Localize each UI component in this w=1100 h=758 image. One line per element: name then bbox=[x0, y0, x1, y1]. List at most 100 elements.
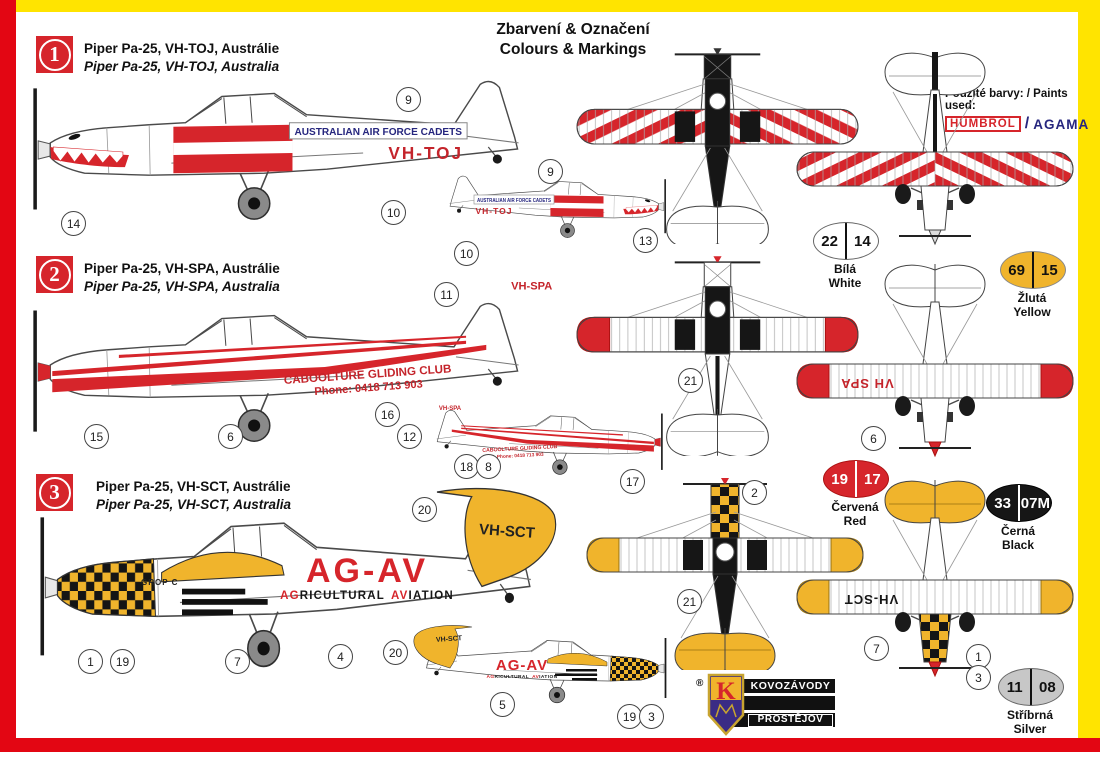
callout-1: 1 bbox=[966, 644, 991, 669]
variant-2-number: 2 bbox=[38, 258, 71, 291]
wing-registration-text: VH-SCT bbox=[479, 521, 536, 542]
callout-7: 7 bbox=[864, 636, 889, 661]
fuselage-banner-text: AUSTRALIAN AIR FORCE CADETS bbox=[294, 127, 462, 138]
agama-code: 17 bbox=[864, 470, 881, 488]
logo-bar-prostejov: PROSTĚJOV bbox=[720, 713, 835, 727]
humbrol-code: 22 bbox=[821, 232, 838, 250]
callout-5: 5 bbox=[490, 692, 515, 717]
variant3-underside-view: VH-SCT bbox=[795, 478, 1075, 690]
variant2-side-view-large: VH-SPA CABOOLTURE GLIDING CLUB Phone: 04… bbox=[22, 276, 567, 452]
wing-registration-text: VH SPA bbox=[840, 376, 893, 391]
callout-3: 3 bbox=[639, 704, 664, 729]
logo-bar-kovozavody: KOVOZÁVODY bbox=[720, 679, 835, 693]
variant-1-badge: 1 bbox=[36, 36, 73, 73]
agama-code: 08 bbox=[1039, 678, 1056, 696]
callout-17: 17 bbox=[620, 469, 645, 494]
humbrol-code: 11 bbox=[1006, 678, 1023, 696]
variant1-top-view bbox=[575, 48, 860, 244]
color-name-cs: Bílá bbox=[833, 262, 856, 276]
callout-2: 2 bbox=[742, 480, 767, 505]
page-title-cs: Zbarvení & Označení bbox=[496, 21, 650, 38]
wing-registration-text: VH-SCT bbox=[844, 592, 898, 607]
callout-20: 20 bbox=[412, 497, 437, 522]
shield-icon: K bbox=[707, 673, 745, 736]
variant-1-number: 1 bbox=[38, 38, 71, 71]
callout-11: 11 bbox=[434, 282, 459, 307]
callout-4: 4 bbox=[328, 644, 353, 669]
frame-bottom-red bbox=[0, 738, 1100, 752]
color-name-cs: Černá bbox=[1000, 524, 1035, 538]
callout-6: 6 bbox=[218, 424, 243, 449]
variant-3-title-cs: Piper Pa-25, VH-SCT, Austrálie bbox=[96, 479, 291, 494]
callout-16: 16 bbox=[375, 402, 400, 427]
variant-3-number: 3 bbox=[38, 476, 71, 509]
club-text-line1: CABOOLTURE GLIDING CLUB bbox=[482, 444, 558, 454]
kovozavody-prostejov-logo: ® KOVOZÁVODY PROSTĚJOV K bbox=[690, 673, 840, 736]
callout-1: 1 bbox=[78, 649, 103, 674]
callout-19: 19 bbox=[110, 649, 135, 674]
brand-separator: / bbox=[1024, 115, 1030, 132]
agama-code: 15 bbox=[1041, 261, 1058, 279]
callout-10: 10 bbox=[454, 241, 479, 266]
variant1-underside-view bbox=[795, 50, 1075, 246]
color-name-cs: Červená bbox=[831, 500, 879, 514]
fuselage-banner-text: AUSTRALIAN AIR FORCE CADETS bbox=[477, 198, 551, 204]
variant-2-badge: 2 bbox=[36, 256, 73, 293]
variant-2-title-cs: Piper Pa-25, VH-SPA, Austrálie bbox=[84, 261, 280, 276]
variant-1-title: Piper Pa-25, VH-TOJ, Austrálie Piper Pa-… bbox=[84, 40, 279, 75]
callout-21: 21 bbox=[677, 589, 702, 614]
callout-9: 9 bbox=[538, 159, 563, 184]
callout-13: 13 bbox=[633, 228, 658, 253]
logo-line1: KOVOZÁVODY bbox=[750, 680, 831, 692]
paints-used-block: Použité barvy: / Paints used: HUMBROL / … bbox=[945, 88, 1095, 133]
agama-code: 07M bbox=[1020, 494, 1050, 512]
fin-registration-text: VH-SPA bbox=[511, 280, 552, 292]
page-title: Zbarvení & Označení Colours & Markings bbox=[408, 20, 738, 60]
humbrol-code: 33 bbox=[994, 494, 1011, 512]
variant-2-title: Piper Pa-25, VH-SPA, Austrálie Piper Pa-… bbox=[84, 260, 280, 295]
variant2-side-view-small: VH-SPA CABOOLTURE GLIDING CLUB Phone: 04… bbox=[398, 386, 678, 498]
color-name-cs: Žlutá bbox=[1017, 291, 1047, 305]
page-title-en: Colours & Markings bbox=[499, 41, 647, 59]
frame-left-red bbox=[0, 0, 16, 752]
humbrol-logo: HUMBROL bbox=[945, 116, 1021, 132]
fin-registration-text: VH-SPA bbox=[439, 406, 462, 412]
side-small-text: GROP C bbox=[141, 578, 178, 587]
callout-20: 20 bbox=[383, 640, 408, 665]
agama-code: 14 bbox=[854, 232, 871, 250]
registered-trademark-icon: ® bbox=[696, 678, 704, 689]
logo-line2: PROSTĚJOV bbox=[748, 713, 833, 727]
frame-right-yellow bbox=[1078, 12, 1100, 738]
color-name-en: Yellow bbox=[1013, 304, 1051, 319]
color-name-en: White bbox=[828, 275, 862, 290]
variant-1-title-en: Piper Pa-25, VH-TOJ, Australia bbox=[84, 58, 280, 74]
variant-2-title-en: Piper Pa-25, VH-SPA, Australia bbox=[84, 278, 280, 294]
callout-12: 12 bbox=[397, 424, 422, 449]
humbrol-code: 69 bbox=[1008, 261, 1025, 279]
callout-6: 6 bbox=[861, 426, 886, 451]
callout-18: 18 bbox=[454, 454, 479, 479]
callout-3: 3 bbox=[966, 665, 991, 690]
logo-initial: K bbox=[716, 678, 736, 705]
club-text-line2: Phone: 0418 713 903 bbox=[497, 452, 545, 460]
variant-3-title: Piper Pa-25, VH-SCT, Austrálie Piper Pa-… bbox=[96, 478, 291, 513]
registration-text: VH-TOJ bbox=[475, 206, 512, 216]
callout-10: 10 bbox=[381, 200, 406, 225]
variant2-underside-view: VH SPA bbox=[795, 262, 1075, 462]
color-name-en: Black bbox=[1001, 537, 1035, 552]
humbrol-code: 19 bbox=[831, 470, 848, 488]
variant-1-title-cs: Piper Pa-25, VH-TOJ, Austrálie bbox=[84, 41, 280, 56]
callout-9: 9 bbox=[396, 87, 421, 112]
color-name-cs: Stříbrná bbox=[1006, 708, 1053, 722]
frame-top-yellow bbox=[16, 0, 1100, 12]
wing-registration-text: VH-SCT bbox=[436, 635, 463, 644]
